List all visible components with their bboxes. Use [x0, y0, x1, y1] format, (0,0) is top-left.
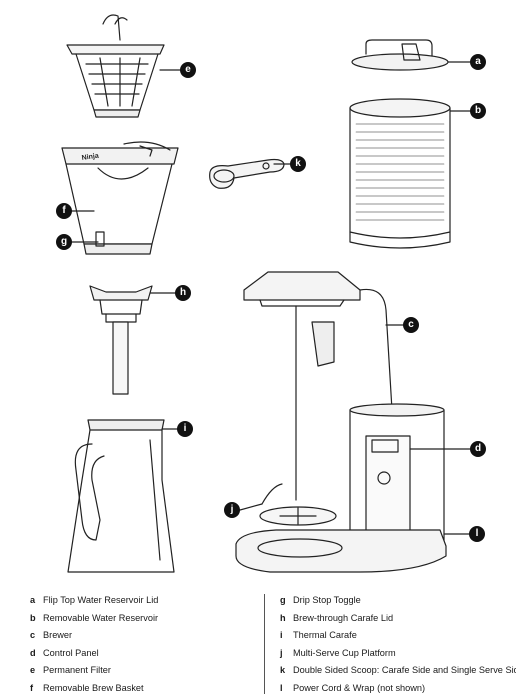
callout-f: f [56, 203, 72, 219]
callout-c: c [403, 317, 419, 333]
water-reservoir-illustration [349, 98, 471, 249]
callout-h: h [175, 285, 191, 301]
parts-diagram: Ninja [61, 14, 471, 573]
callout-g: g [56, 234, 72, 250]
callout-a: a [470, 54, 486, 70]
callout-b: b [470, 103, 486, 119]
thermal-carafe-illustration [67, 419, 179, 573]
brew-basket-illustration [61, 141, 179, 255]
callout-i: i [177, 421, 193, 437]
callout-j: j [224, 502, 240, 518]
callout-l: l [469, 526, 485, 542]
callout-k: k [290, 156, 306, 172]
brand-logo: Ninja [81, 153, 99, 162]
scoop-illustration [209, 158, 293, 189]
brewer-illustration [235, 271, 471, 573]
carafe-lid-illustration [89, 285, 177, 395]
reservoir-lid-illustration [351, 39, 471, 71]
callout-e: e [180, 62, 196, 78]
legend-divider [264, 594, 265, 694]
callout-d: d [470, 441, 486, 457]
permanent-filter-illustration [66, 14, 181, 118]
